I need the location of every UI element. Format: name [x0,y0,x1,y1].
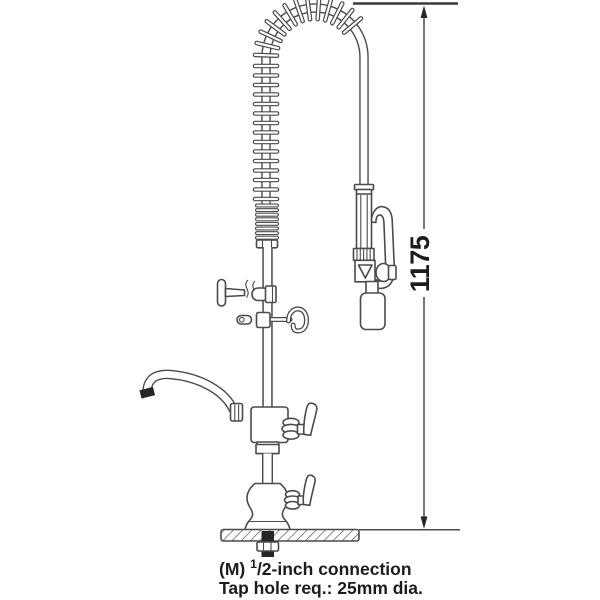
riser-clamp-collar [264,285,277,304]
bracket-arm [224,287,246,298]
spray-head-neck [365,280,379,295]
dimension-arrow-down-icon [420,516,428,529]
spray-head [359,292,386,331]
spray-valve [352,183,397,331]
addon-faucet [139,369,318,455]
counter-section [220,528,360,542]
dimension-label: 1175 [405,235,435,292]
hook-collar [255,311,271,329]
mounting-shank [256,531,280,557]
faucet-handle-lower [283,474,316,510]
aerator-tip [139,386,156,399]
wall-bracket [216,278,277,307]
hose-arch-tube [261,3,369,204]
deck-plate [220,528,360,542]
bracket-flange [216,278,227,307]
base-body [244,482,291,531]
spring-coil-rungs [252,0,364,202]
base [244,443,316,531]
faucet-body [250,406,289,444]
base-coupling [255,443,280,455]
spring-hose [252,0,369,249]
break-squiggle-icon [245,279,249,298]
fraction-numerator: 1 [250,557,257,571]
dimension-arrow-up-icon [420,5,428,18]
shank-nut [256,541,280,552]
valve-mark-icon [357,264,373,279]
spout-nut [229,402,244,422]
caption: (M) 1/2-inch connection Tap hole req.: 2… [219,555,423,599]
lever-handle [302,474,316,507]
caption-line1: (M) 1/2-inch connection [219,557,412,579]
caption-line2: Tap hole req.: 25mm dia. [219,578,423,599]
hose-coupling-nut [255,239,279,249]
spray-handle-grip [355,193,373,250]
coil-compression [255,203,279,240]
faucet-handle-upper [281,402,318,440]
lever-handle [302,402,318,436]
dimension [353,2,460,531]
hose-hook-guide [236,306,310,334]
